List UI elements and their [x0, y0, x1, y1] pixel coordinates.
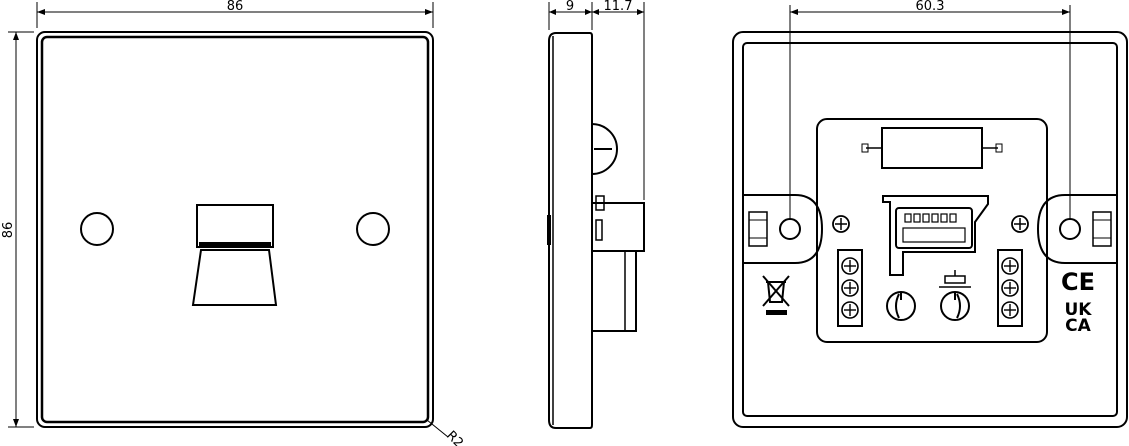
ukca-mark-line1: UK [1065, 300, 1093, 320]
idc-connector [882, 195, 989, 276]
rear-plate-inner [742, 42, 1118, 417]
rj-socket-shutter [191, 204, 278, 306]
rear-plate-outer [732, 31, 1128, 428]
rear-left-mounting-lug [743, 194, 824, 264]
side-plate-profile [548, 32, 593, 429]
terminal-strip-left [837, 249, 863, 327]
front-height-dimension: 86 [1, 31, 34, 428]
side-view [547, 32, 645, 429]
front-view [36, 31, 434, 428]
housing-screw-left [832, 215, 850, 233]
front-width-dimension: 86 [36, 0, 434, 28]
front-left-screw-hole [80, 212, 114, 246]
corner-radius-callout: R2 [426, 419, 466, 446]
rear-screw-spacing-label: 60.3 [916, 0, 945, 14]
weee-bin-icon [762, 275, 790, 315]
rear-left-screw-hole [779, 218, 801, 240]
front-width-label: 86 [227, 0, 244, 14]
side-socket-body [591, 195, 645, 332]
ce-mark: CE [1061, 268, 1095, 296]
spring-clip-right [940, 291, 970, 321]
front-height-label: 86 [1, 222, 16, 239]
side-depth-dimensions: 9 11.7 [548, 0, 645, 200]
rear-screw-spacing-dimension: 60.3 [789, 0, 1071, 219]
front-plate-inner [40, 35, 430, 424]
corner-radius-label: R2 [443, 428, 466, 446]
rear-housing [816, 118, 1048, 343]
housing-screw-right [1011, 215, 1029, 233]
side-terminal-lug [591, 123, 618, 175]
rear-view: CE UK CA [732, 31, 1128, 428]
front-plate-outer [36, 31, 434, 428]
ukca-mark-line2: CA [1065, 316, 1091, 336]
rear-right-screw-hole [1059, 218, 1081, 240]
front-right-screw-hole [356, 212, 390, 246]
side-plate-depth-label: 9 [566, 0, 574, 14]
filter-component [861, 127, 1003, 169]
rear-right-mounting-lug [1036, 194, 1117, 264]
capacitor-symbol [939, 270, 971, 288]
spring-clip-left [886, 291, 916, 321]
terminal-strip-right [997, 249, 1023, 327]
side-body-depth-label: 11.7 [604, 0, 633, 14]
